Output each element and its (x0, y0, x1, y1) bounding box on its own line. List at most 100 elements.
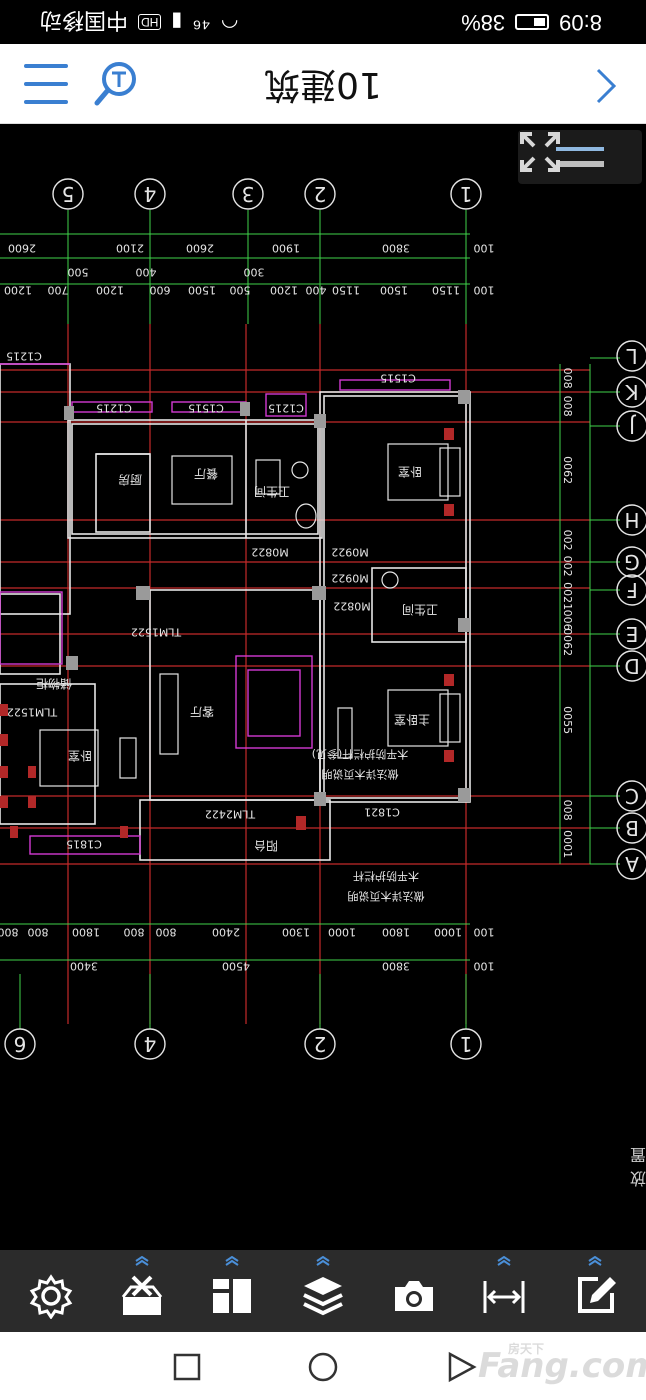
dimension-label: 2600 (186, 241, 214, 254)
axis-bubble-right: G (624, 550, 640, 574)
axis-bubble-right-circle (616, 650, 646, 682)
panels-button[interactable] (200, 1256, 264, 1326)
axis-bubble-right-circle (616, 574, 646, 606)
dimension-label: 500 (230, 283, 251, 296)
view-toggle (518, 130, 642, 184)
dimension-label-vertical: 0062 (561, 456, 574, 484)
room-label: 卫生间 (402, 603, 438, 617)
annotation-note: 木平防护栏杆 (353, 869, 419, 883)
dimension-label: 1200 (270, 283, 298, 296)
axis-bubble-top: 2 (314, 182, 327, 206)
chevron-up-icon (588, 1256, 602, 1266)
dimension-label: 300 (244, 265, 265, 278)
axis-bubble-bottom: 4 (144, 1032, 157, 1056)
watermark-subtext: 房天下 (508, 1342, 545, 1356)
dimension-label: 1900 (272, 241, 300, 254)
room-label: 厨房 (118, 473, 142, 488)
camera-icon (394, 1281, 433, 1311)
element-tag: TLM1522 (131, 625, 182, 638)
axis-bubble-top: 5 (62, 182, 75, 206)
measure-icon (483, 1281, 525, 1313)
axis-bubble-right-circle (616, 410, 646, 442)
edit-button[interactable] (563, 1256, 627, 1326)
dimension-label-vertical: 008 (561, 396, 574, 417)
watermark-text: Fang.com (478, 1346, 646, 1386)
network-type: ⁴⁶ (192, 10, 211, 35)
chevron-right-icon[interactable] (590, 66, 620, 106)
layers-button[interactable] (291, 1256, 355, 1326)
axis-bubble-right-circle (616, 546, 646, 578)
dimension-label: 1200 (4, 283, 32, 296)
dimension-label: 2600 (8, 241, 36, 254)
axis-bubble-right-circle (616, 340, 646, 372)
room-label: 餐厅 (194, 467, 218, 482)
dimension-label: 1300 (282, 925, 310, 938)
camera-button[interactable] (382, 1256, 446, 1326)
hd-badge: HD (138, 14, 162, 30)
battery-icon (515, 14, 550, 30)
axis-bubble-right: B (625, 816, 639, 840)
dimension-label: 1800 (72, 925, 100, 938)
axis-bubble-right: C (625, 784, 639, 808)
menu-button[interactable] (24, 64, 68, 104)
home-icon[interactable] (306, 1350, 340, 1384)
carrier-name: 中国移动 (40, 8, 129, 33)
status-time: 8:09 (559, 10, 602, 35)
axis-bubble-top-circle (52, 178, 84, 210)
settings-button[interactable] (19, 1256, 83, 1326)
dimension-label: 100 (474, 241, 495, 254)
axis-bubble-bottom: 2 (314, 1032, 327, 1056)
axis-bubble-right-circle (616, 618, 646, 650)
axis-bubble-right: A (625, 852, 639, 876)
dimension-label: 600 (150, 283, 171, 296)
fullscreen-icon[interactable] (518, 130, 562, 174)
dimension-label: 800 (156, 925, 177, 938)
annotation-note: 木平防护栏杆(参见) (312, 747, 409, 761)
axis-bubble-right-circle (616, 848, 646, 880)
text-search-icon[interactable] (92, 60, 138, 108)
axis-bubble-top-circle (134, 178, 166, 210)
app-header: 10建筑 (0, 44, 646, 124)
page-title: 10建筑 (264, 64, 382, 105)
axis-bubble-bottom-circle (304, 1028, 336, 1060)
axis-bubble-top-circle (232, 178, 264, 210)
measure-button[interactable] (472, 1256, 536, 1326)
room-label: 卫生间 (254, 485, 290, 499)
chevron-up-icon (225, 1256, 239, 1266)
element-tag: M0922 (331, 571, 369, 584)
element-tag: C1515 (380, 371, 416, 384)
axis-bubble-bottom: 6 (14, 1032, 27, 1056)
toolbox-button[interactable] (110, 1256, 174, 1326)
room-label: 卧室 (68, 749, 92, 764)
dimension-label-vertical: 0055 (561, 706, 574, 734)
axis-bubble-right: F (626, 578, 638, 602)
room-label: 储物柜 (36, 677, 72, 692)
status-bar: 8:09 38% ◠ ⁴⁶ ▮ HD 中国移动 (0, 0, 646, 44)
dimension-label: 700 (48, 283, 69, 296)
dimension-label-vertical: 0001 (561, 830, 574, 858)
chevron-up-icon (316, 1256, 330, 1266)
axis-bubble-right-circle (616, 812, 646, 844)
axis-bubble-right-circle (616, 780, 646, 812)
axis-bubble-right: D (624, 654, 639, 678)
back-icon[interactable] (444, 1350, 478, 1384)
dimension-label-vertical: 006 (561, 610, 574, 631)
axis-bubble-top: 3 (242, 182, 255, 206)
dimension-label: 1500 (380, 283, 408, 296)
dimension-label: 100 (474, 283, 495, 296)
dimension-label-vertical: 008 (561, 368, 574, 389)
recent-apps-icon[interactable] (170, 1350, 204, 1384)
watermark-logo: Fang.com 房天下 (478, 1342, 646, 1386)
element-tag: M0922 (331, 545, 369, 558)
dimension-label: 1800 (382, 925, 410, 938)
dimension-label: 400 (306, 283, 327, 296)
dimension-label: 800 (28, 925, 49, 938)
layout-toggle-button[interactable] (556, 137, 604, 177)
edge-note: 放置 (629, 1145, 646, 1186)
axis-bubble-bottom-circle (450, 1028, 482, 1060)
room-label: 主卧室 (394, 713, 430, 728)
settings-icon (30, 1274, 73, 1319)
dimension-label: 3400 (70, 959, 98, 972)
